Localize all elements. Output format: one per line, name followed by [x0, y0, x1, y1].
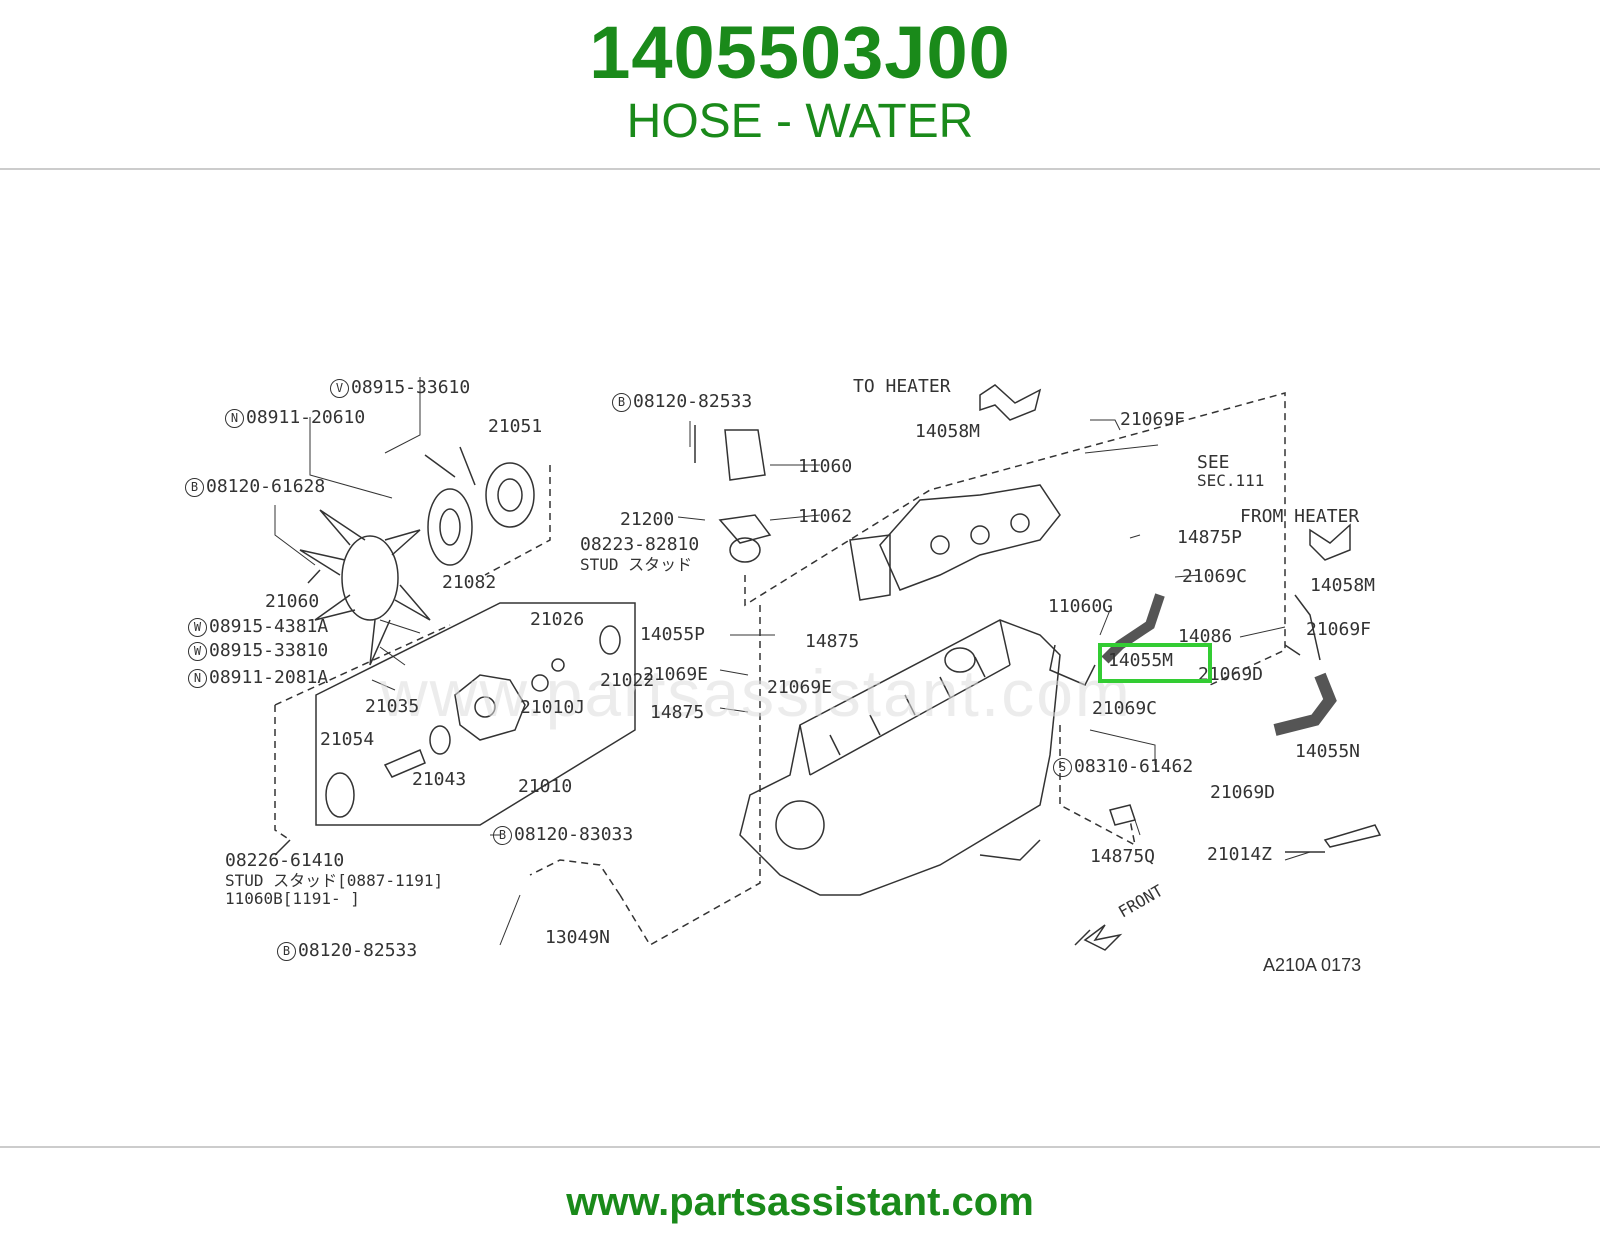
circled-letter-icon: W — [188, 642, 207, 661]
figure-code: A210A 0173 — [1263, 955, 1362, 975]
thermostat-housing-drawing — [694, 425, 772, 563]
label-21010: 21010 — [518, 776, 573, 797]
label-21200: 21200 — [620, 509, 675, 530]
fan-blade-drawing — [299, 509, 431, 666]
diagram-drawing — [274, 377, 1382, 951]
watermark-text: www.partsassistant.com — [380, 656, 1132, 730]
label-11062: 11062 — [798, 506, 853, 527]
label-21014Z: 21014Z — [1207, 844, 1273, 865]
circled-letter-icon: B — [185, 478, 204, 497]
circled-letter-icon: N — [188, 669, 207, 688]
label-sec-111: SEC.111 — [1197, 471, 1265, 490]
circled-letter-icon: B — [612, 393, 631, 412]
label-14875-2: 14875 — [650, 702, 705, 723]
part-number-title: 1405503J00 — [589, 11, 1011, 94]
label-21069F-1: 21069F — [1120, 409, 1186, 430]
label-from-heater: FROM HEATER — [1240, 506, 1360, 527]
label-14058M-1: 14058M — [915, 421, 981, 442]
label-14055N: 14055N — [1295, 741, 1361, 762]
footer-website-link[interactable]: www.partsassistant.com — [566, 1180, 1034, 1224]
label-21035: 21035 — [365, 696, 420, 717]
label-21069C-1: 21069C — [1182, 566, 1248, 587]
label-to-heater: TO HEATER — [853, 376, 951, 397]
label-21069F-2: 21069F — [1306, 619, 1372, 640]
label-08226-61410: 08226-61410 — [225, 850, 345, 871]
label-14875Q: 14875Q — [1090, 846, 1156, 867]
label-stud-1: STUD スタッド[0887-1191] — [225, 871, 444, 890]
label-14055M-highlighted[interactable]: 14055M — [1108, 650, 1174, 671]
circled-letter-icon: B — [277, 942, 296, 961]
page-header: 1405503J00 HOSE - WATER — [0, 0, 1600, 168]
engine-block-drawing — [739, 619, 1061, 896]
label-21051: 21051 — [488, 416, 543, 437]
label-21022: 21022 — [600, 670, 655, 691]
to-heater-arrow — [979, 384, 1042, 421]
hose-14055m-drawing — [1101, 593, 1165, 664]
label-21069D-2: 21069D — [1210, 782, 1276, 803]
label-14055P: 14055P — [640, 624, 706, 645]
circled-letter-icon: B — [493, 826, 512, 845]
hose-14055n-drawing — [1273, 672, 1337, 736]
from-heater-arrow — [1309, 523, 1351, 561]
part-name-subtitle: HOSE - WATER — [626, 95, 974, 148]
circled-letter-icon: S — [1053, 758, 1072, 777]
label-14058M-2: 14058M — [1310, 575, 1376, 596]
header-divider — [0, 168, 1600, 170]
label-14875-1: 14875 — [805, 631, 860, 652]
front-arrow — [1074, 924, 1123, 951]
label-21069E-1: 21069E — [643, 664, 709, 685]
label-21082: 21082 — [442, 572, 497, 593]
pulley-drawing — [485, 462, 535, 528]
label-14875P: 14875P — [1177, 527, 1243, 548]
label-21069E-2: 21069E — [767, 677, 833, 698]
circled-letter-icon: N — [225, 409, 244, 428]
highlighted-part-box[interactable] — [1098, 643, 1212, 683]
label-14086: 14086 — [1178, 626, 1233, 647]
label-21010J: 21010J — [520, 697, 586, 718]
label-13049N: 13049N — [545, 927, 611, 948]
label-21043: 21043 — [412, 769, 467, 790]
label-08223-82810: 08223-82810 — [580, 534, 700, 555]
label-see: SEE — [1197, 452, 1230, 473]
label-21069C-2: 21069C — [1092, 698, 1158, 719]
fan-coupling-drawing — [427, 488, 473, 566]
label-21069D-1: 21069D — [1198, 664, 1264, 685]
label-21060: 21060 — [265, 591, 320, 612]
label-11060B: 11060B[1191- ] — [225, 889, 360, 908]
label-21026: 21026 — [530, 609, 585, 630]
label-21054: 21054 — [320, 729, 375, 750]
manifold-drawing — [849, 484, 1061, 601]
water-pump-drawing — [325, 625, 621, 818]
circled-letter-icon: W — [188, 618, 207, 637]
label-11060G: 11060G — [1048, 596, 1114, 617]
label-11060: 11060 — [798, 456, 853, 477]
label-stud-2: STUD スタッド — [580, 555, 693, 574]
circled-letter-icon: V — [330, 379, 349, 398]
footer-divider — [0, 1146, 1600, 1148]
